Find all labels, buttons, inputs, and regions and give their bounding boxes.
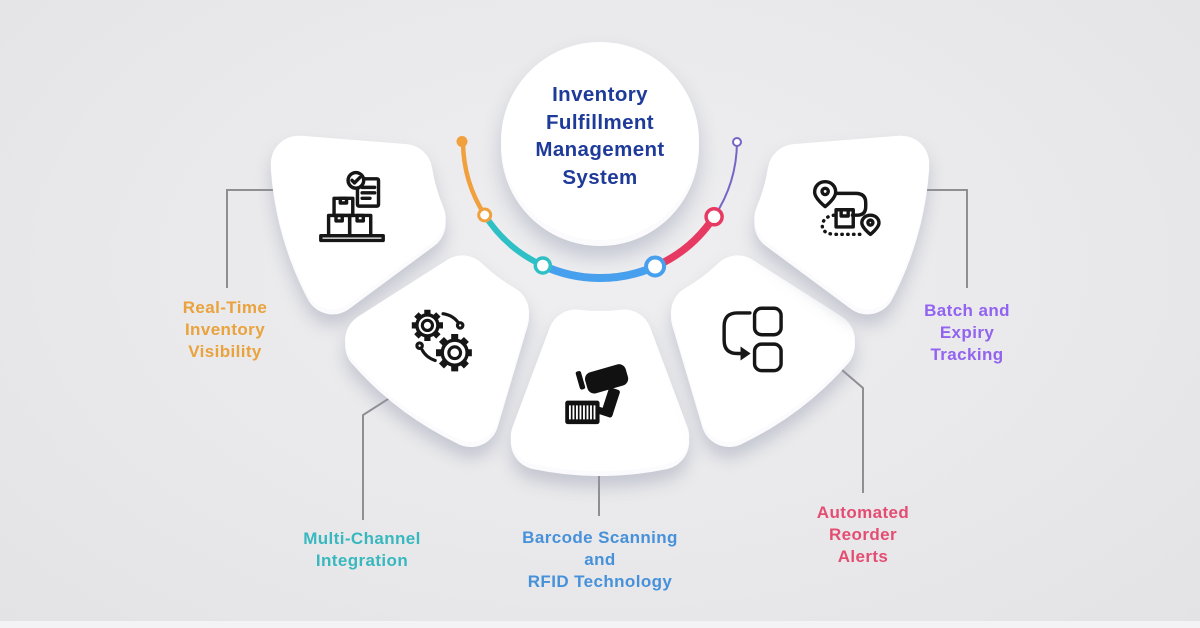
connector-batch-expiry [908, 189, 968, 288]
connector-multi-channel [362, 393, 397, 520]
arc-segment-purple [713, 141, 738, 218]
label-automated-reorder: Automated Reorder Alerts [816, 503, 910, 566]
label-batch-expiry: Batch and Expiry Tracking [924, 301, 1010, 364]
card-batch-expiry [754, 135, 930, 310]
reorder-flow-icon [722, 306, 783, 373]
connector-real-time [226, 189, 292, 288]
card-automated-reorder [671, 255, 855, 442]
label-real-time-inventory: Real-Time Inventory Visibility [182, 298, 268, 361]
bottom-strip [0, 621, 1200, 628]
arc-end-dot [732, 137, 742, 147]
inventory-boxes-check-icon [319, 170, 385, 243]
barcode-scanner-icon [565, 364, 629, 425]
arc-node-2 [533, 256, 553, 275]
arc-segment-pink [651, 213, 718, 271]
hub-title: Inventory Fulfillment Management System [535, 83, 665, 189]
route-tracking-icon [812, 179, 881, 237]
arc-segment-blue [538, 261, 660, 283]
arc-node-1 [477, 207, 493, 223]
arc-segment-teal [481, 212, 546, 269]
connector-reorder [827, 357, 864, 493]
label-barcode-rfid: Barcode Scanning and RFID Technology [522, 528, 678, 591]
arc-start-dot [456, 136, 468, 147]
arc-node-3 [644, 255, 667, 278]
hub-circle [501, 42, 699, 240]
gears-sync-icon [411, 309, 472, 372]
arc-node-4 [704, 207, 724, 227]
card-multi-channel [345, 255, 529, 442]
label-multi-channel: Multi-Channel Integration [303, 529, 421, 570]
arc-segment-orange [460, 139, 487, 218]
